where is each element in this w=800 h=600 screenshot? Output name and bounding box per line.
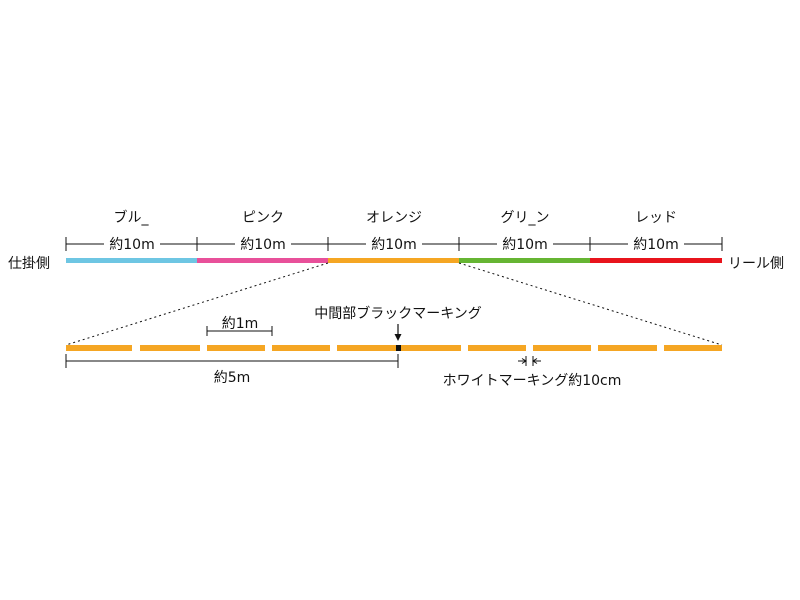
- segment-name: ピンク: [242, 210, 284, 226]
- zoom-guides: [65, 262, 723, 346]
- segment-bar-blue: [66, 258, 197, 263]
- detail-dash: [207, 345, 265, 351]
- detail-dash: [664, 345, 722, 351]
- segment-name: レッド: [635, 210, 677, 226]
- white-marking-indicator: [518, 356, 541, 366]
- segment-name: グリ_ン: [501, 210, 550, 226]
- detail-dashed-line: [66, 345, 722, 351]
- approx-5m-bracket: [65, 354, 399, 368]
- detail-dash: [468, 345, 526, 351]
- right-end-label: リール側: [728, 256, 784, 272]
- detail-dash: [337, 345, 396, 351]
- segment-length-label: 約10m: [502, 237, 547, 253]
- detail-dash: [401, 345, 461, 351]
- detail-black-mark: [396, 345, 401, 351]
- segment-bar-orange: [328, 258, 459, 263]
- segment-names: ブル_ ピンク オレンジ グリ_ン レッド: [114, 209, 678, 226]
- segment-length-label: 約10m: [109, 237, 154, 253]
- segment-length-label: 約10m: [371, 237, 416, 253]
- approx-5m-label: 約5m: [214, 370, 251, 386]
- detail-dash: [533, 345, 591, 351]
- white-marking-label: ホワイトマーキング約10cm: [443, 373, 622, 389]
- segment-bar-pink: [197, 258, 328, 263]
- colored-line: [66, 258, 722, 263]
- segment-name: オレンジ: [366, 210, 422, 226]
- detail-dash: [66, 345, 132, 351]
- approx-1m-label: 約1m: [222, 316, 259, 332]
- segment-name: ブル_: [114, 209, 150, 226]
- segment-bar-green: [459, 258, 590, 263]
- left-end-label: 仕掛側: [8, 256, 50, 272]
- detail-dash: [140, 345, 200, 351]
- segment-length-labels: 約10m 約10m 約10m 約10m 約10m: [104, 235, 684, 253]
- detail-dash: [272, 345, 330, 351]
- detail-dash: [598, 345, 657, 351]
- approx-1m-bracket: [206, 326, 273, 336]
- down-arrow-icon: [394, 324, 402, 341]
- middle-black-marking-label: 中間部ブラックマーキング: [314, 305, 482, 322]
- segment-length-label: 約10m: [633, 237, 678, 253]
- segment-bar-red: [590, 258, 722, 263]
- segment-length-label: 約10m: [240, 237, 285, 253]
